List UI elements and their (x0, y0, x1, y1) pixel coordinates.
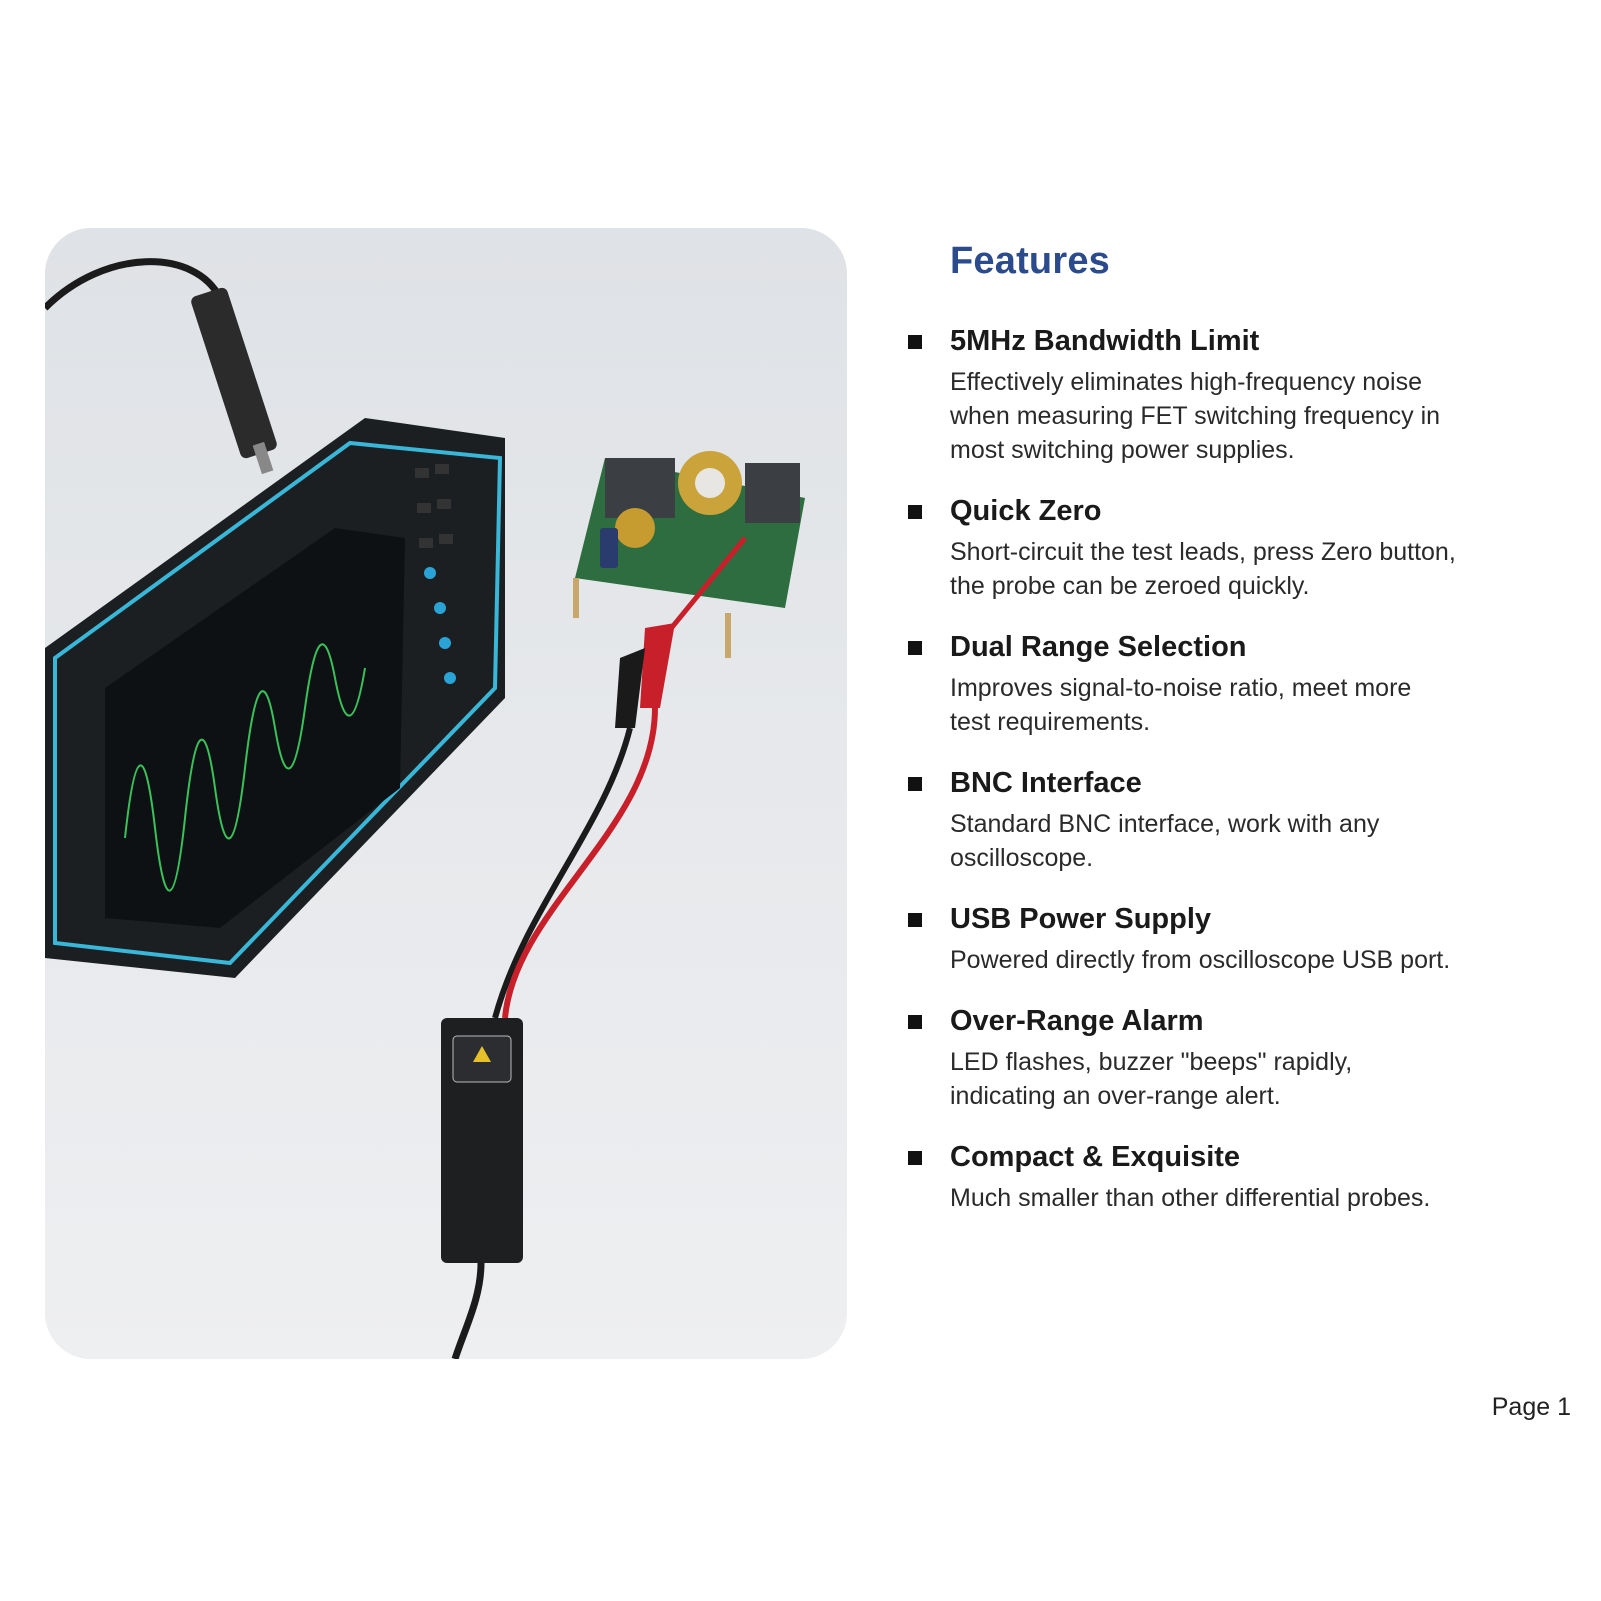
product-photo (45, 228, 847, 1359)
feature-desc-line: indicating an over-range alert. (950, 1082, 1281, 1110)
feature-item-dual-range: Dual Range Selection Improves signal-to-… (908, 629, 1568, 739)
feature-desc-line: Short-circuit the test leads, press Zero… (950, 538, 1456, 566)
features-section: Features 5MHz Bandwidth Limit Effectivel… (908, 240, 1568, 1241)
square-bullet-icon (908, 913, 922, 927)
feature-desc-line: LED flashes, buzzer "beeps" rapidly, (950, 1048, 1353, 1076)
feature-description: Much smaller than other differential pro… (950, 1181, 1568, 1215)
feature-item-usb-power: USB Power Supply Powered directly from o… (908, 901, 1568, 977)
feature-desc-line: most switching power supplies. (950, 436, 1295, 464)
feature-item-compact: Compact & Exquisite Much smaller than ot… (908, 1139, 1568, 1215)
feature-title: USB Power Supply (950, 903, 1212, 935)
feature-description: Short-circuit the test leads, press Zero… (950, 535, 1568, 603)
feature-description: Improves signal-to-noise ratio, meet mor… (950, 671, 1568, 739)
bnc-adapter-image (191, 287, 277, 475)
feature-item-quick-zero: Quick Zero Short-circuit the test leads,… (908, 493, 1568, 603)
feature-title: 5MHz Bandwidth Limit (950, 325, 1260, 357)
feature-title: Over-Range Alarm (950, 1005, 1204, 1037)
square-bullet-icon (908, 335, 922, 349)
square-bullet-icon (908, 1151, 922, 1165)
feature-desc-line: test requirements. (950, 708, 1151, 736)
square-bullet-icon (908, 641, 922, 655)
feature-desc-line: Effectively eliminates high-frequency no… (950, 368, 1423, 396)
feature-desc-line: the probe can be zeroed quickly. (950, 572, 1310, 600)
differential-probe-image (441, 1018, 523, 1359)
feature-desc-line: when measuring FET switching frequency i… (950, 402, 1441, 430)
feature-description: Standard BNC interface, work with any os… (950, 807, 1568, 875)
oscilloscope-image (45, 418, 505, 978)
square-bullet-icon (908, 777, 922, 791)
page-number: Page 1 (1491, 1393, 1571, 1421)
feature-description: Powered directly from oscilloscope USB p… (950, 943, 1568, 977)
square-bullet-icon (908, 1015, 922, 1029)
feature-desc-line: Much smaller than other differential pro… (950, 1184, 1431, 1212)
feature-title: Dual Range Selection (950, 631, 1247, 663)
feature-desc-line: oscilloscope. (950, 844, 1094, 872)
feature-title: BNC Interface (950, 767, 1142, 799)
circuit-board-image (573, 451, 805, 658)
feature-item-over-range: Over-Range Alarm LED flashes, buzzer "be… (908, 1003, 1568, 1113)
feature-title: Quick Zero (950, 495, 1102, 527)
feature-item-bnc: BNC Interface Standard BNC interface, wo… (908, 765, 1568, 875)
feature-item-bandwidth: 5MHz Bandwidth Limit Effectively elimina… (908, 323, 1568, 467)
feature-title: Compact & Exquisite (950, 1141, 1241, 1173)
feature-desc-line: Powered directly from oscilloscope USB p… (950, 946, 1451, 974)
feature-description: Effectively eliminates high-frequency no… (950, 365, 1568, 467)
feature-desc-line: Standard BNC interface, work with any (950, 810, 1380, 838)
feature-list: 5MHz Bandwidth Limit Effectively elimina… (908, 323, 1568, 1215)
feature-description: LED flashes, buzzer "beeps" rapidly, ind… (950, 1045, 1568, 1113)
features-heading: Features (950, 240, 1111, 282)
square-bullet-icon (908, 505, 922, 519)
test-clips-image (615, 536, 747, 728)
feature-desc-line: Improves signal-to-noise ratio, meet mor… (950, 674, 1412, 702)
